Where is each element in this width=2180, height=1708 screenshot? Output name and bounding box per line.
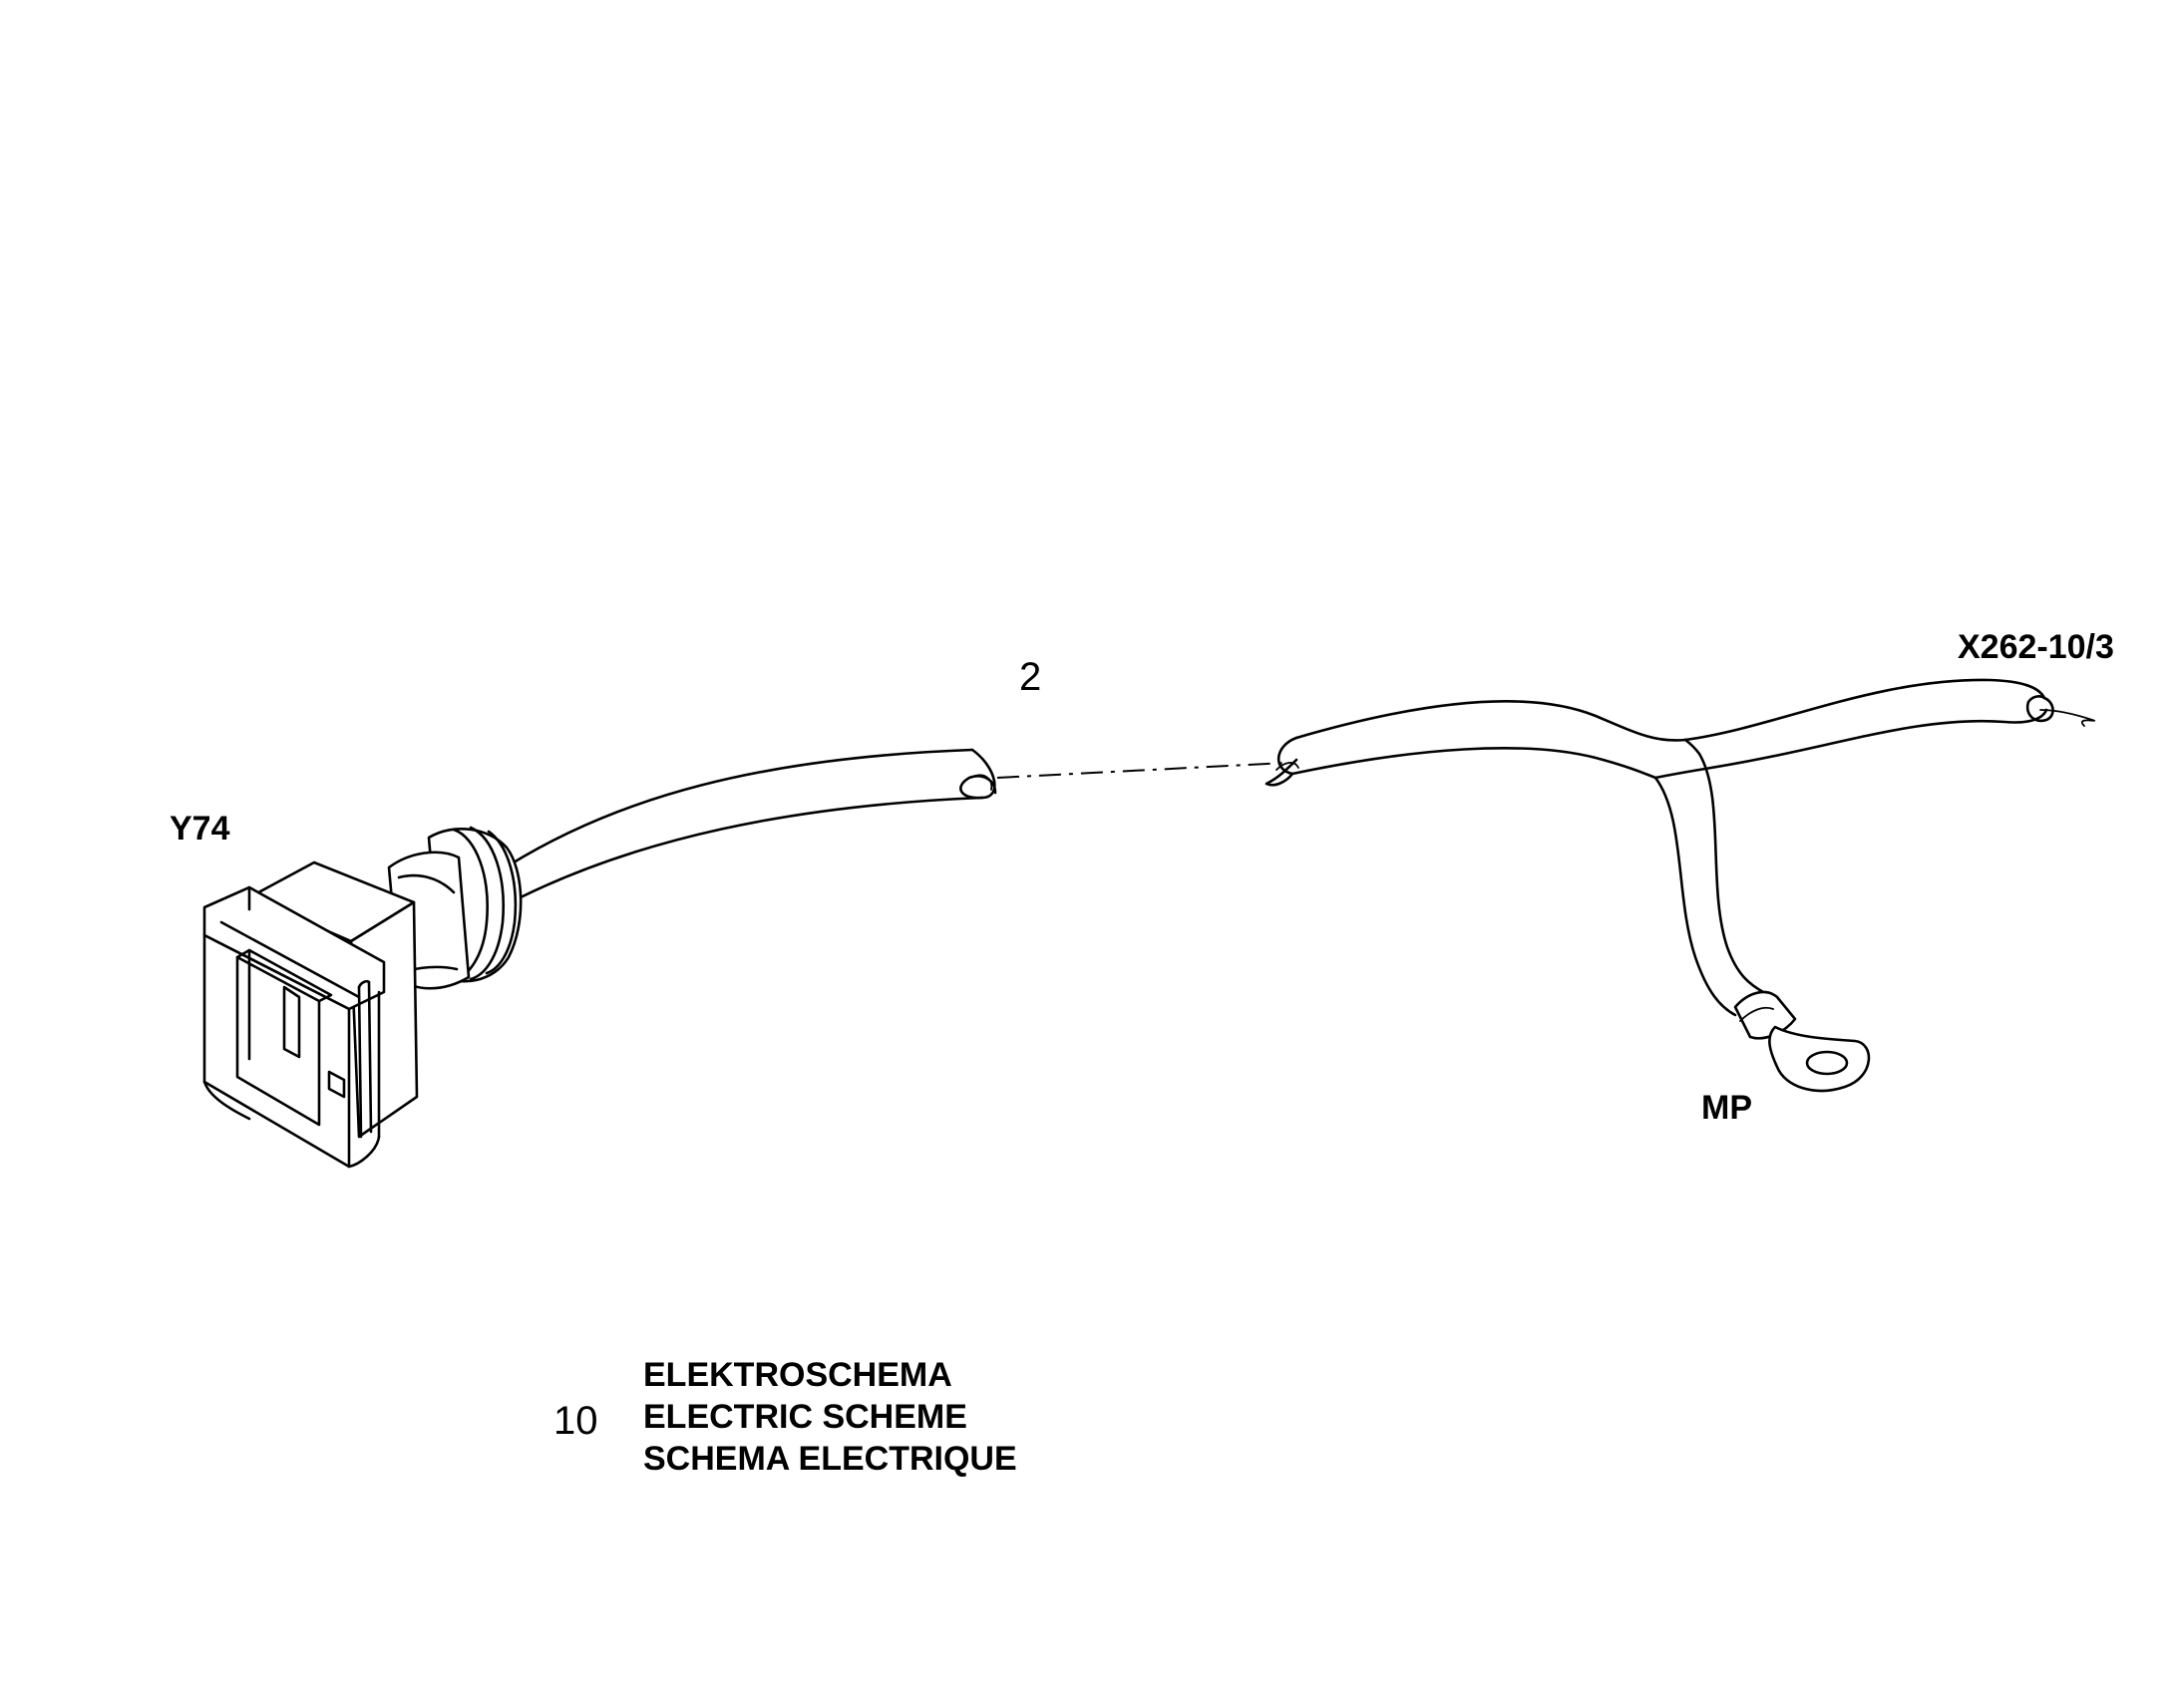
label-cable-item: 2 xyxy=(1019,655,1041,699)
legend-line-en: ELECTRIC SCHEME xyxy=(643,1398,967,1436)
cable-left-segment xyxy=(507,748,997,899)
label-y74: Y74 xyxy=(170,810,230,848)
legend-item-number: 10 xyxy=(553,1399,598,1443)
cable-continuation-line xyxy=(996,762,1287,779)
cable-right-segment xyxy=(1265,678,2096,1017)
legend-line-de: ELEKTROSCHEMA xyxy=(643,1356,952,1394)
ring-terminal-mp xyxy=(1733,990,1871,1093)
label-mp: MP xyxy=(1701,1089,1752,1127)
label-x262: X262-10/3 xyxy=(1958,628,2114,666)
connector-y74 xyxy=(202,826,523,1169)
legend-line-fr: SCHEMA ELECTRIQUE xyxy=(643,1440,1017,1478)
